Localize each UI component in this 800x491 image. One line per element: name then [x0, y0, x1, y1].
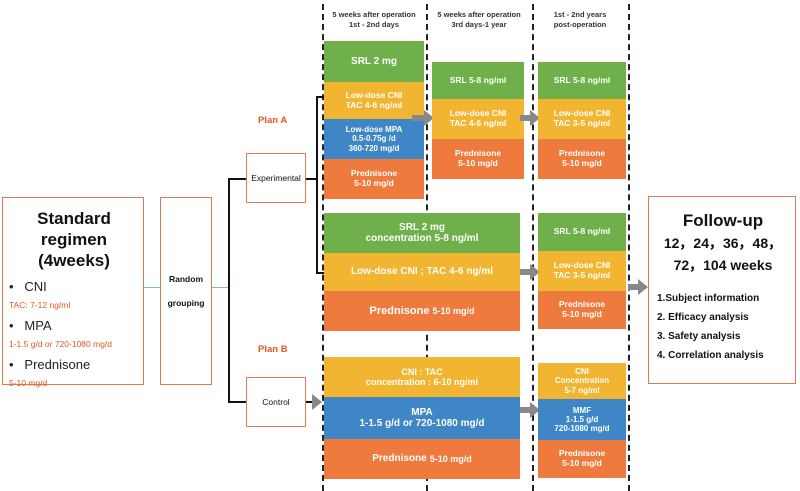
std-item-mpa: • MPA — [9, 318, 52, 333]
phase-header-2: 5 weeks after operation 3rd days-1 year — [428, 10, 530, 30]
plan-b-label: Plan B — [258, 344, 288, 355]
plan-b-cni: CNI : TAC concentration : 6-10 ng/ml — [324, 357, 520, 397]
phase-divider-4 — [628, 4, 630, 491]
plan-a2-p3-cni: Low-dose CNI TAC 3-5 ng/ml — [538, 251, 626, 291]
plan-b-prednisone: Prednisone 5-10 mg/d — [324, 439, 520, 479]
follow-up-weeks-line2: 72，104 weeks — [673, 257, 773, 273]
plan-a2-srl: SRL 2 mg concentration 5-8 ng/ml — [324, 213, 520, 253]
plan-a2-prednisone: Prednisone 5-10 mg/d — [324, 291, 520, 331]
std-item-mpa-detail: 1-1.5 g/d or 720-1080 mg/d — [9, 339, 113, 349]
plan-a-arrow-2 — [530, 110, 540, 126]
plan-b-arrow — [530, 402, 540, 418]
plan-b-p3-prednisone: Prednisone 5-10 mg/d — [538, 440, 626, 478]
plan-a-p2-srl: SRL 5-8 ng/ml — [432, 62, 524, 99]
plan-a1-entry — [316, 96, 324, 98]
standard-regimen-title: Standard regimen — [37, 209, 111, 249]
follow-up-item-1: 1.Subject information — [657, 293, 760, 304]
phase-divider-1 — [322, 4, 324, 491]
phase-header-2-line1: 5 weeks after operation — [437, 10, 521, 19]
std-item-cni-detail: TAC: 7-12 ng/ml — [9, 300, 71, 310]
experimental-to-bracket — [306, 178, 318, 180]
plan-a2-p3-prednisone: Prednisone 5-10 mg/d — [538, 291, 626, 329]
plan-a-p1-srl: SRL 2 mg — [324, 41, 424, 82]
phase-header-3: 1st - 2nd years post-operation — [534, 10, 626, 30]
plan-a2-arrow — [530, 264, 540, 280]
phase-header-3-line1: 1st - 2nd years — [553, 10, 607, 19]
plan-a-arrow-1-body — [412, 115, 426, 121]
follow-up-title: Follow-up — [682, 211, 764, 230]
followup-arrow-body — [628, 284, 640, 290]
phase-header-1: 5 weeks after operation 1st - 2nd days — [324, 10, 424, 30]
phase-header-3-line2: post-operation — [553, 20, 607, 29]
random-grouping-line1: Random — [169, 274, 203, 284]
plan-b-arrow-body — [520, 407, 532, 413]
control-to-plan-b — [306, 401, 314, 403]
follow-up-box: Follow-up 12，24，36，48， 72，104 weeks 1.Su… — [648, 196, 796, 384]
plan-b-p3-cni: CNI Concentration 5-7 ng/ml — [538, 363, 626, 399]
branch-to-experimental — [228, 178, 246, 180]
standard-regimen-duration: (4weeks) — [38, 251, 110, 270]
phase-header-1-line2: 1st - 2nd days — [348, 20, 400, 29]
follow-up-item-3: 3. Safety analysis — [657, 331, 741, 342]
experimental-box: Experimental — [246, 153, 306, 203]
control-label: Control — [262, 397, 290, 407]
plan-b-mpa: MPA 1-1.5 g/d or 720-1080 mg/d — [324, 397, 520, 439]
connector-random-branch — [212, 287, 228, 288]
plan-a-label: Plan A — [258, 115, 288, 126]
std-item-cni: • CNI — [9, 279, 47, 294]
plan-a2-arrow-body — [520, 269, 532, 275]
experimental-label: Experimental — [251, 173, 301, 183]
follow-up-weeks-line1: 12，24，36，48， — [663, 235, 783, 251]
plan-a-bracket — [316, 96, 318, 274]
follow-up-item-2: 2. Efficacy analysis — [657, 312, 749, 323]
plan-a-p2-prednisone: Prednisone 5-10 mg/d — [432, 139, 524, 179]
plan-a-p3-cni: Low-dose CNI TAC 3-5 ng/ml — [538, 99, 626, 139]
plan-a-arrow-1 — [424, 110, 434, 126]
plan-a-p1-cni: Low-dose CNI TAC 4-6 ng/ml — [324, 82, 424, 119]
random-grouping-line2: grouping — [167, 298, 205, 308]
standard-regimen-box: Standard regimen (4weeks) • CNI TAC: 7-1… — [2, 197, 144, 388]
plan-b-p3-mmf: MMF 1-1.5 g/d 720-1080 mg/d — [538, 399, 626, 440]
connector-standard-random — [144, 287, 160, 288]
random-grouping-box: Random grouping — [160, 197, 212, 385]
phase-divider-3 — [532, 4, 534, 491]
plan-a-p2-cni: Low-dose CNI TAC 4-6 ng/ml — [432, 99, 524, 139]
branch-vertical-left — [228, 178, 230, 402]
plan-a2-p3-srl: SRL 5-8 ng/ml — [538, 213, 626, 251]
plan-b-entry-arrow — [312, 394, 322, 410]
phase-header-2-line2: 3rd days-1 year — [451, 20, 507, 29]
plan-a-p3-srl: SRL 5-8 ng/ml — [538, 62, 626, 99]
branch-to-control — [228, 401, 246, 403]
plan-a-p1-mpa: Low-dose MPA 0.5-0.75g /d 360-720 mg/d — [324, 119, 424, 159]
phase-header-1-line1: 5 weeks after operation — [332, 10, 416, 19]
plan-a-p1-prednisone: Prednisone 5-10 mg/d — [324, 159, 424, 199]
plan-a-arrow-2-body — [520, 115, 532, 121]
plan-a-p3-prednisone: Prednisone 5-10 mg/d — [538, 139, 626, 179]
follow-up-item-4: 4. Correlation analysis — [657, 350, 764, 361]
std-item-prednisone-detail: 5-10 mg/d — [9, 378, 48, 388]
followup-arrow — [638, 279, 648, 295]
plan-a2-entry — [316, 272, 324, 274]
std-item-prednisone: • Prednisone — [9, 357, 91, 372]
plan-a2-cni: Low-dose CNI ; TAC 4-6 ng/ml — [324, 253, 520, 291]
control-box: Control — [246, 377, 306, 427]
